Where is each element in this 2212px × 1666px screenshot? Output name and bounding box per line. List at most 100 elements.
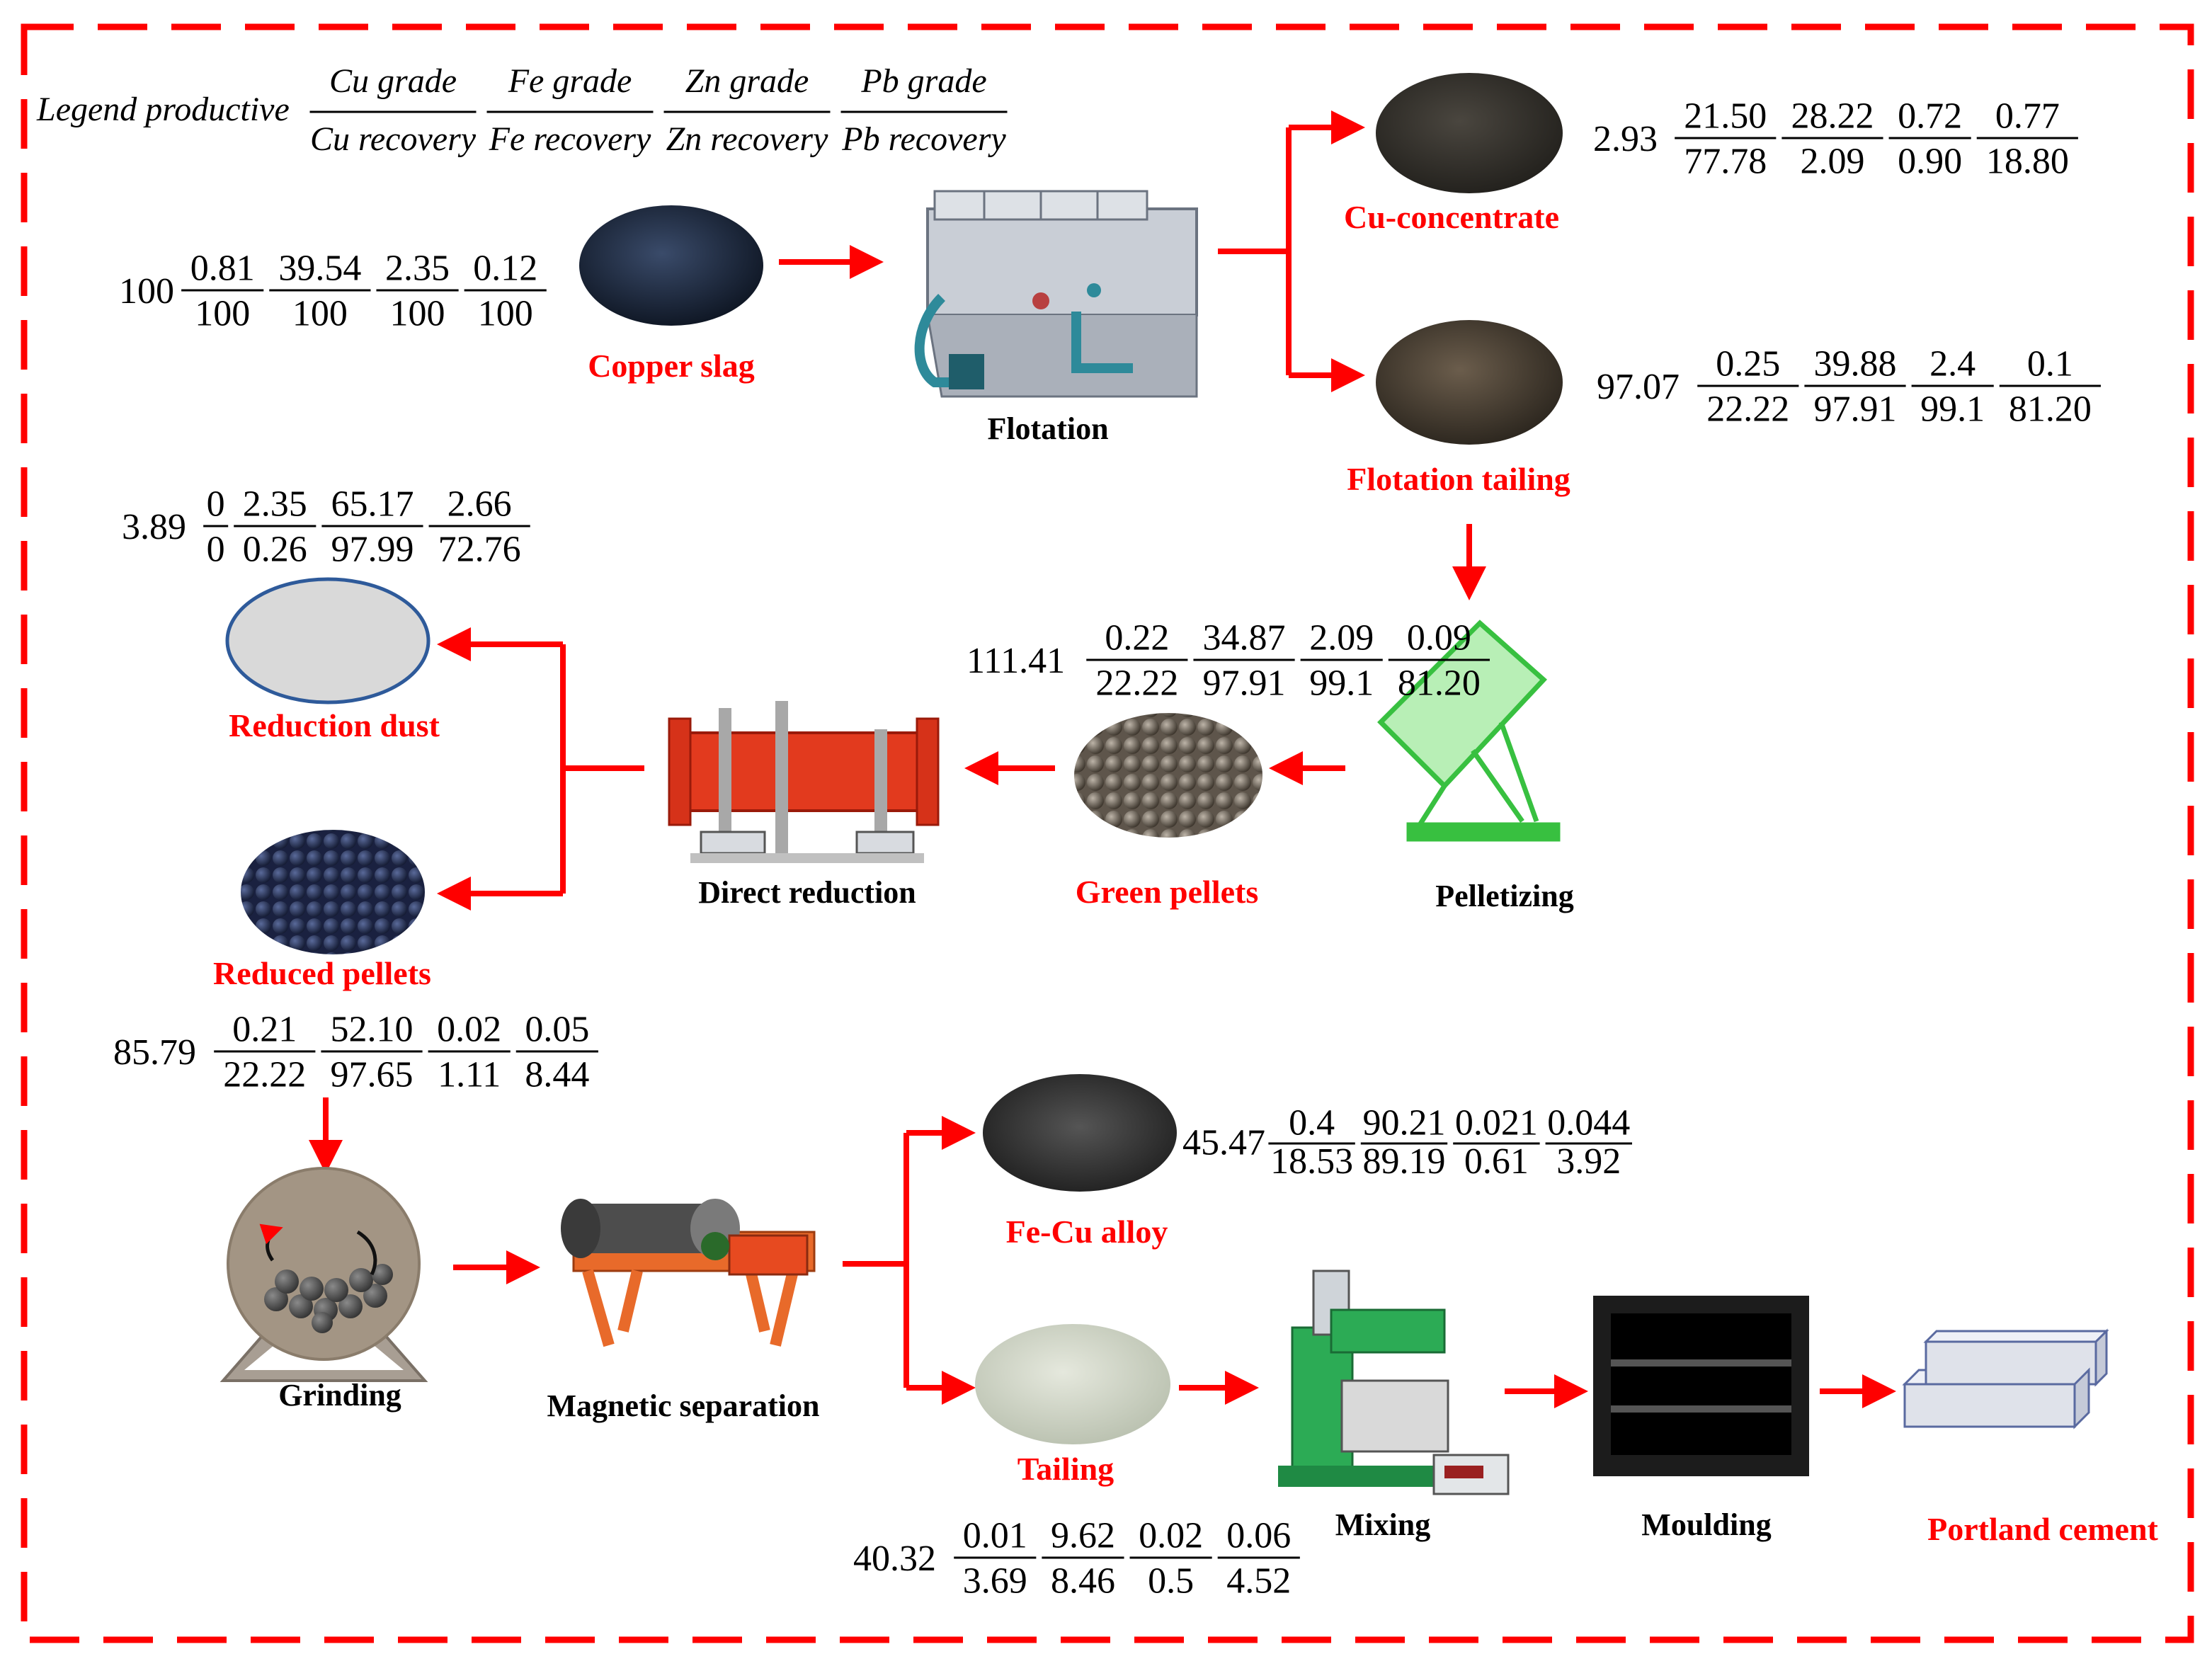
grade-value: 52.10 xyxy=(331,1009,414,1049)
grade-value: 0.22 xyxy=(1105,617,1169,658)
grade-value: 0 xyxy=(207,484,225,524)
balance-green-pellets: 111.41 0.22 22.22 34.87 97.91 2.09 99.1 0.09 81.… xyxy=(967,617,1490,703)
recovery-value: 0.90 xyxy=(1898,141,1962,181)
recovery-value: 22.22 xyxy=(1706,389,1789,429)
recovery-value: 0.26 xyxy=(243,529,307,569)
branch-reduction xyxy=(560,644,644,894)
grade-value: 0.09 xyxy=(1407,617,1471,658)
grade-value: 28.22 xyxy=(1791,96,1874,136)
yield-value: 2.93 xyxy=(1593,119,1658,159)
legend-prefix: Legend productive xyxy=(36,91,290,128)
label-flotation: Flotation xyxy=(987,411,1108,446)
label-magnetic-separation: Magnetic separation xyxy=(547,1388,820,1423)
fe-cu-alloy-sample xyxy=(983,1074,1177,1192)
label-flotation-tailing: Flotation tailing xyxy=(1347,461,1570,497)
recovery-value: 97.91 xyxy=(1203,663,1286,703)
recovery-value: 8.44 xyxy=(525,1054,589,1095)
grade-value: 0.77 xyxy=(1995,96,2060,136)
grade-value: 90.21 xyxy=(1363,1103,1446,1143)
recovery-value: 3.92 xyxy=(1556,1141,1621,1182)
tailing-sample xyxy=(975,1324,1170,1444)
grade-value: 0.05 xyxy=(525,1009,589,1049)
recovery-value: 100 xyxy=(195,293,250,333)
grade-value: 9.62 xyxy=(1051,1515,1115,1556)
grade-value: 0.4 xyxy=(1289,1103,1335,1143)
label-direct-reduction: Direct reduction xyxy=(698,875,916,910)
recovery-value: 4.52 xyxy=(1226,1561,1291,1601)
label-fe-cu-alloy: Fe-Cu alloy xyxy=(1006,1214,1168,1250)
dashed-border-frame xyxy=(21,23,2194,1643)
legend-numerator: Zn grade xyxy=(685,62,809,100)
grade-value: 21.50 xyxy=(1684,96,1767,136)
yield-value: 111.41 xyxy=(967,641,1065,681)
grade-value: 39.88 xyxy=(1814,343,1897,384)
legend-denominator: Cu recovery xyxy=(310,120,477,158)
label-portland-cement: Portland cement xyxy=(1927,1511,2158,1547)
label-cu-concentrate: Cu-concentrate xyxy=(1344,199,1559,235)
label-reduction-dust: Reduction dust xyxy=(229,707,440,743)
grade-value: 34.87 xyxy=(1203,617,1286,658)
recovery-value: 89.19 xyxy=(1363,1141,1446,1182)
copper-slag-sample xyxy=(579,205,763,326)
recovery-value: 100 xyxy=(478,293,533,333)
recovery-value: 99.1 xyxy=(1309,663,1374,703)
magnetic-separator-icon xyxy=(561,1199,816,1347)
grade-value: 0.02 xyxy=(1139,1515,1203,1556)
grade-value: 2.35 xyxy=(385,248,450,288)
reduction-dust-sample xyxy=(225,577,431,704)
yield-value: 45.47 xyxy=(1182,1122,1265,1163)
grade-value: 39.54 xyxy=(278,248,361,288)
pelletizer-icon xyxy=(1377,620,1561,842)
rotary-kiln-icon xyxy=(668,701,940,863)
label-pelletizing: Pelletizing xyxy=(1435,879,1574,913)
yield-value: 100 xyxy=(119,271,174,312)
recovery-value: 100 xyxy=(390,293,445,333)
legend-denominator: Fe recovery xyxy=(489,120,651,158)
recovery-value: 18.80 xyxy=(1986,141,2069,181)
reduced-pellets-sample xyxy=(241,830,425,954)
recovery-value: 81.20 xyxy=(1398,663,1481,703)
grade-value: 0.12 xyxy=(473,248,537,288)
recovery-value: 100 xyxy=(292,293,348,333)
grade-value: 2.35 xyxy=(243,484,307,524)
mixer-icon xyxy=(1278,1270,1510,1495)
legend-numerator: Cu grade xyxy=(329,62,457,100)
grade-value: 2.4 xyxy=(1929,343,1976,384)
label-grinding: Grinding xyxy=(278,1378,401,1413)
recovery-value: 0.61 xyxy=(1464,1141,1529,1182)
yield-value: 97.07 xyxy=(1597,367,1680,407)
recovery-value: 0.5 xyxy=(1148,1561,1194,1601)
flotation-tailing-sample xyxy=(1376,320,1563,445)
recovery-value: 2.09 xyxy=(1800,141,1864,181)
grade-value: 2.09 xyxy=(1309,617,1374,658)
recovery-value: 72.76 xyxy=(438,529,521,569)
branch-flotation xyxy=(1218,127,1292,375)
balance-tailing: 40.320.013.699.628.460.020.50.064.52 xyxy=(853,1515,1300,1601)
recovery-value: 97.91 xyxy=(1814,389,1897,429)
grade-value: 0.021 xyxy=(1455,1103,1538,1143)
recovery-value: 97.99 xyxy=(331,529,414,569)
label-green-pellets: Green pellets xyxy=(1076,874,1258,910)
mould-icon xyxy=(1593,1296,1809,1476)
grade-value: 0.81 xyxy=(190,248,255,288)
recovery-value: 3.69 xyxy=(963,1561,1027,1601)
cement-blocks-icon xyxy=(1902,1328,2109,1430)
grade-value: 0.044 xyxy=(1547,1103,1630,1143)
recovery-value: 8.46 xyxy=(1051,1561,1115,1601)
recovery-value: 97.65 xyxy=(331,1054,414,1095)
yield-value: 85.79 xyxy=(113,1032,196,1073)
flow-lines xyxy=(309,110,1896,1408)
recovery-value: 22.22 xyxy=(1095,663,1178,703)
grade-value: 0.72 xyxy=(1898,96,1962,136)
grade-value: 0.21 xyxy=(232,1009,297,1049)
